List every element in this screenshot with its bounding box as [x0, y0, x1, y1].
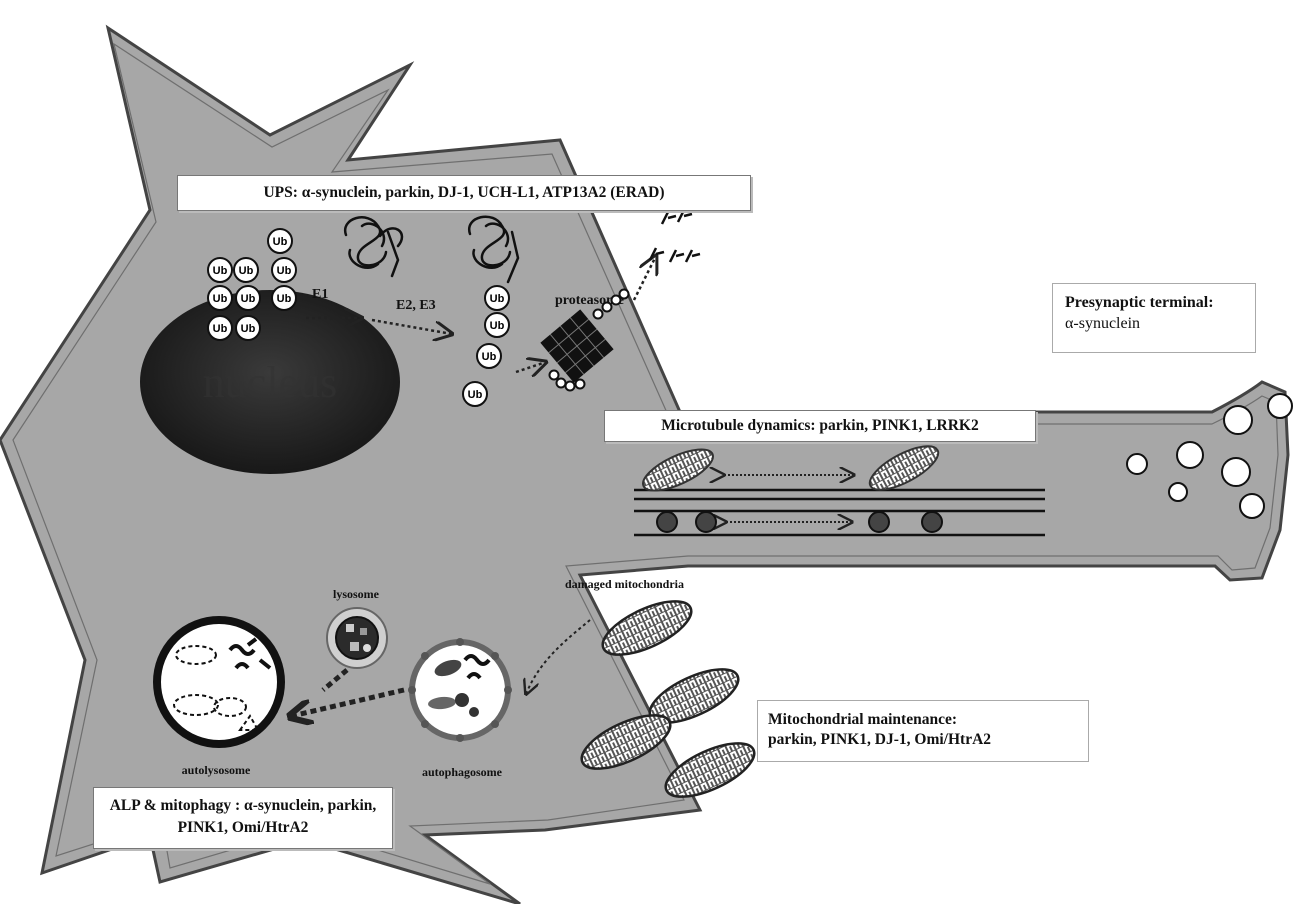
microtubule-box: Microtubule dynamics: parkin, PINK1, LRR…	[604, 410, 1036, 442]
damaged-mitochondrion	[595, 590, 698, 665]
ups-text: UPS: α-synuclein, parkin, DJ-1, UCH-L1, …	[263, 184, 664, 202]
ub-chip: Ub	[236, 286, 260, 310]
ub-chip: Ub	[208, 258, 232, 282]
ub-chip: Ub	[485, 313, 509, 337]
peptide-fragments	[650, 210, 700, 262]
alp-line1: ALP & mitophagy : α-synuclein, parkin,	[94, 795, 392, 817]
ub-chip: Ub	[234, 258, 258, 282]
svg-text:Ub: Ub	[241, 293, 256, 305]
ub-chip: Ub	[236, 316, 260, 340]
ub-chip: Ub	[208, 286, 232, 310]
ub-chip: Ub	[272, 286, 296, 310]
from-proteasome-arrow	[634, 256, 656, 300]
damaged-mitochondrion	[658, 732, 761, 807]
mito-maintenance-box: Mitochondrial maintenance: parkin, PINK1…	[757, 700, 1089, 762]
ub-chip: Ub	[463, 382, 487, 406]
svg-text:Ub: Ub	[213, 323, 228, 335]
svg-text:Ub: Ub	[468, 389, 483, 401]
svg-text:Ub: Ub	[213, 265, 228, 277]
presynaptic-box: Presynaptic terminal: α-synuclein	[1052, 283, 1256, 353]
autolysosome	[157, 620, 281, 744]
alp-box: ALP & mitophagy : α-synuclein, parkin, P…	[93, 787, 393, 849]
lysosome-label: lysosome	[333, 587, 380, 601]
ub-chip: Ub	[272, 258, 296, 282]
mito-line1: Mitochondrial maintenance:	[768, 710, 1088, 730]
autophagosome-label: autophagosome	[422, 765, 503, 779]
svg-text:Ub: Ub	[239, 265, 254, 277]
e1-label: E1	[312, 287, 328, 302]
ub-chip: Ub	[268, 229, 292, 253]
ub-chip: Ub	[477, 344, 501, 368]
mito-line2: parkin, PINK1, DJ-1, Omi/HtrA2	[768, 730, 1088, 750]
ub-chip: Ub	[485, 286, 509, 310]
svg-text:Ub: Ub	[277, 265, 292, 277]
autolysosome-label: autolysosome	[182, 763, 251, 777]
presynaptic-line1: Presynaptic terminal:	[1065, 292, 1255, 313]
lysosome	[327, 608, 387, 668]
ups-box: UPS: α-synuclein, parkin, DJ-1, UCH-L1, …	[177, 175, 751, 211]
svg-text:Ub: Ub	[277, 293, 292, 305]
e2-e3-label: E2, E3	[396, 298, 436, 313]
svg-text:Ub: Ub	[273, 236, 288, 248]
microtubule-text: Microtubule dynamics: parkin, PINK1, LRR…	[661, 417, 979, 435]
nucleus-label: nucleus	[203, 358, 337, 407]
svg-text:Ub: Ub	[490, 293, 505, 305]
alp-line2: PINK1, Omi/HtrA2	[94, 817, 392, 839]
ub-chip: Ub	[208, 316, 232, 340]
svg-text:Ub: Ub	[490, 320, 505, 332]
svg-text:Ub: Ub	[241, 323, 256, 335]
autophagosome	[408, 638, 512, 742]
svg-text:Ub: Ub	[482, 351, 497, 363]
damaged-mitochondria-label: damaged mitochondria	[565, 577, 684, 591]
presynaptic-line2: α-synuclein	[1065, 313, 1255, 334]
svg-text:Ub: Ub	[213, 293, 228, 305]
